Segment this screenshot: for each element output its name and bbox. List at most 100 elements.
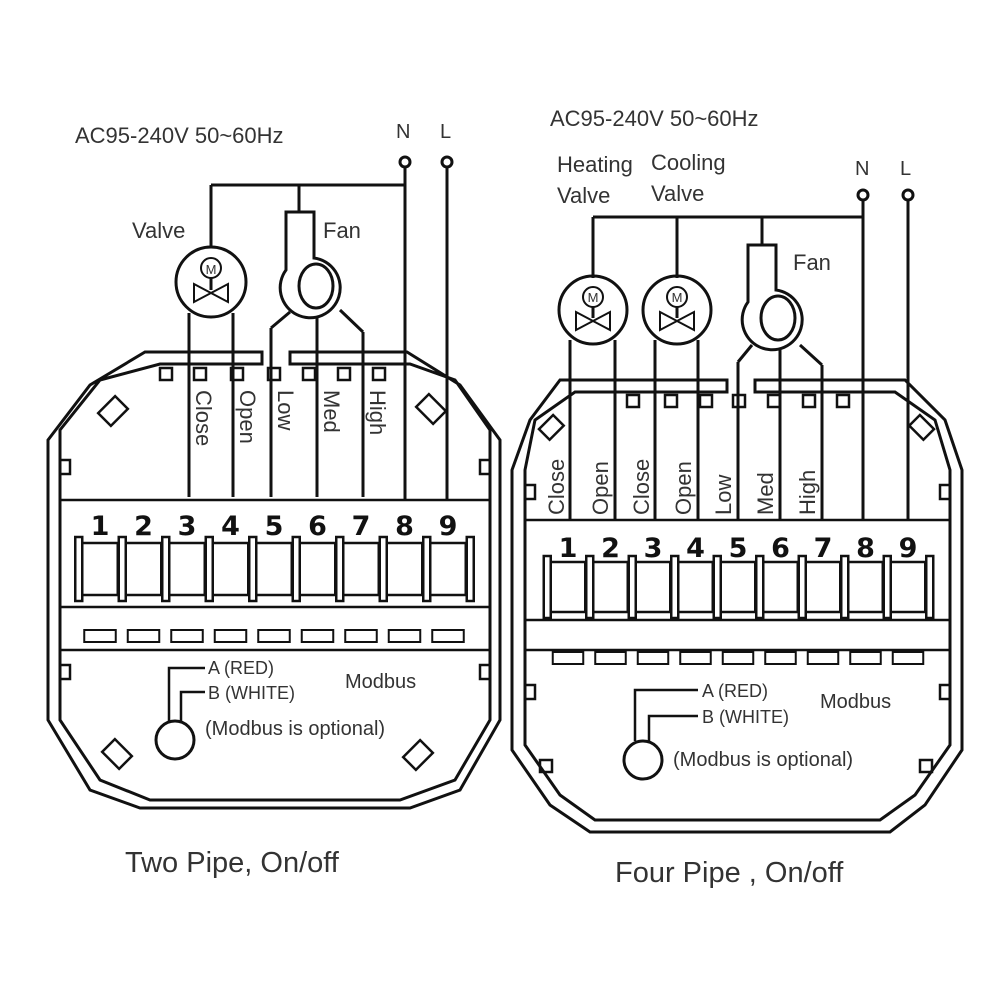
terminal-screw [762,560,799,614]
modbus-note: (Modbus is optional) [205,718,385,740]
terminal-number: 1 [559,533,578,564]
terminal-pad [806,651,840,665]
wire-label-low: Low [273,390,298,430]
terminal-separator [925,554,935,620]
terminal-screw [889,560,927,614]
terminal-number: 2 [601,533,620,564]
terminal-number: 9 [439,511,458,542]
terminal-separator [248,535,258,603]
supply-label: AC95-240V 50~60Hz [550,106,759,131]
terminal-number: 9 [899,533,918,564]
terminal-separator [797,554,807,620]
valve-label: Valve [132,218,185,243]
supply-wires [591,200,910,520]
cooling-valve-label-1: Cooling [651,150,726,175]
wire-label-open-heating: Open [588,461,613,515]
terminal-number: 2 [134,511,153,542]
terminal-number: 3 [178,511,197,542]
wire-label-low: Low [711,475,736,515]
modbus-label: Modbus [820,691,891,713]
terminal-separator [882,554,892,620]
heating-valve-label-1: Heating [557,152,633,177]
wire-label-high: High [795,470,820,515]
terminal-separator [204,535,214,603]
four-pipe-diagram: AC95-240V 50~60Hz N L Heating Valve Cool… [510,106,964,889]
terminal-number: 4 [686,533,705,564]
terminal-separator [755,554,765,620]
terminal-separator [670,554,680,620]
terminal-pad [891,651,925,665]
terminal-screw [549,560,587,614]
terminal-number: 1 [91,511,110,542]
terminal-pad [170,629,204,643]
cooling-valve-motor-icon: M [641,274,713,520]
modbus-port-icon [154,719,196,761]
two-pipe-housing [46,350,502,810]
terminal-separator [712,554,722,620]
fan-motor-icon [736,243,824,520]
four-pipe-housing [510,378,964,834]
terminal-pad [679,651,712,665]
wire-label-med: Med [753,472,778,515]
heating-valve-motor-icon: M [557,274,629,520]
supply-label: AC95-240V 50~60Hz [75,123,284,148]
two-pipe-diagram: AC95-240V 50~60Hz N L Valve M Fan [46,121,502,879]
terminal-screw [81,541,119,597]
fan-label: Fan [323,218,361,243]
motor-m-label: M [588,290,599,305]
heating-valve-label-2: Valve [557,183,610,208]
terminal-pad [300,629,335,643]
terminal-number: 7 [352,511,371,542]
terminal-pad [83,629,117,643]
terminal-pad [257,629,291,643]
terminal-screw [677,560,714,614]
live-terminal-icon [901,188,915,202]
terminal-separator [335,535,345,603]
terminal-number: 3 [644,533,663,564]
two-pipe-wire-labels: Close Open Low Med High [191,390,390,446]
terminal-screw [124,541,163,597]
terminal-pad [387,629,422,643]
terminal-separator [291,535,301,603]
terminal-pad [126,629,161,643]
neutral-label: N [855,158,869,180]
terminal-pad [551,651,585,665]
terminal-number: 4 [221,511,240,542]
live-terminal-icon [440,155,454,169]
terminal-number: 5 [729,533,748,564]
terminal-number: 5 [265,511,284,542]
terminal-separator [74,535,84,603]
terminal-separator [542,554,552,620]
terminal-screw [211,541,250,597]
terminal-pad [213,629,248,643]
four-pipe-wire-labels: Close Open Close Open Low Med High [544,459,820,515]
motor-m-label: M [206,262,217,277]
terminal-screw [429,541,467,597]
wire-label-close: Close [191,390,216,446]
wire-label-close-cooling: Close [629,459,654,515]
four-pipe-caption: Four Pipe , On/off [615,857,844,889]
live-label: L [440,121,451,143]
terminal-number: 6 [308,511,327,542]
motor-m-label: M [672,290,683,305]
terminal-pad [849,651,882,665]
live-label: L [900,158,911,180]
modbus-note: (Modbus is optional) [673,749,853,771]
modbus-label: Modbus [345,671,416,693]
wire-label-close-heating: Close [544,459,569,515]
modbus-a-label: A (RED) [208,658,274,678]
valve-motor-icon: M [174,245,248,497]
terminal-separator [465,535,475,603]
terminal-screw [168,541,206,597]
terminal-screw [719,560,757,614]
terminal-number: 8 [395,511,414,542]
terminal-screw [804,560,842,614]
terminal-separator [627,554,637,620]
wire-label-high: High [365,390,390,435]
terminal-screw [592,560,629,614]
terminal-screw [298,541,337,597]
terminal-separator [161,535,171,603]
terminal-screw [847,560,884,614]
